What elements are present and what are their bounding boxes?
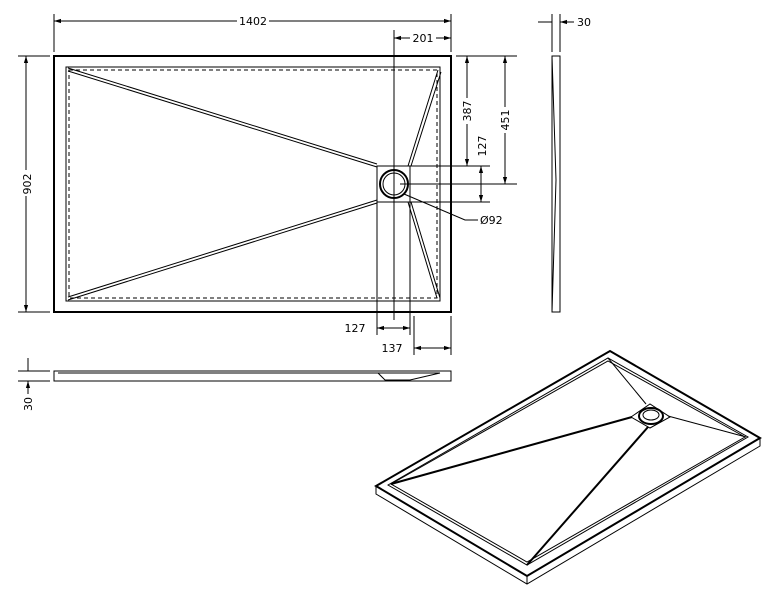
dim-drain-offset-x: 201 (413, 32, 434, 45)
dim-drain-diameter: Ø92 (480, 214, 503, 227)
dim-side-thickness: 30 (577, 16, 591, 29)
isometric-view (374, 349, 762, 585)
dim-drain-square-w: 127 (345, 322, 366, 335)
side-view: 30 (538, 14, 591, 313)
dim-length: 902 (21, 174, 34, 195)
dim-drain-offset-y: 387 (461, 101, 474, 122)
dim-drain-edge-offset: 137 (382, 342, 403, 355)
dim-width: 1402 (239, 15, 267, 28)
front-view: 30 (18, 358, 452, 411)
dim-front-thickness: 30 (22, 397, 35, 411)
iso-drain-square (630, 403, 671, 429)
plan-dimensions: 1402 201 902 387 451 127 Ø92 127 137 (18, 14, 517, 355)
iso-drain-circle (638, 407, 664, 425)
dim-drain-square-h: 127 (476, 136, 489, 157)
dim-drain-center-y: 451 (499, 110, 512, 131)
plan-view (53, 55, 452, 313)
